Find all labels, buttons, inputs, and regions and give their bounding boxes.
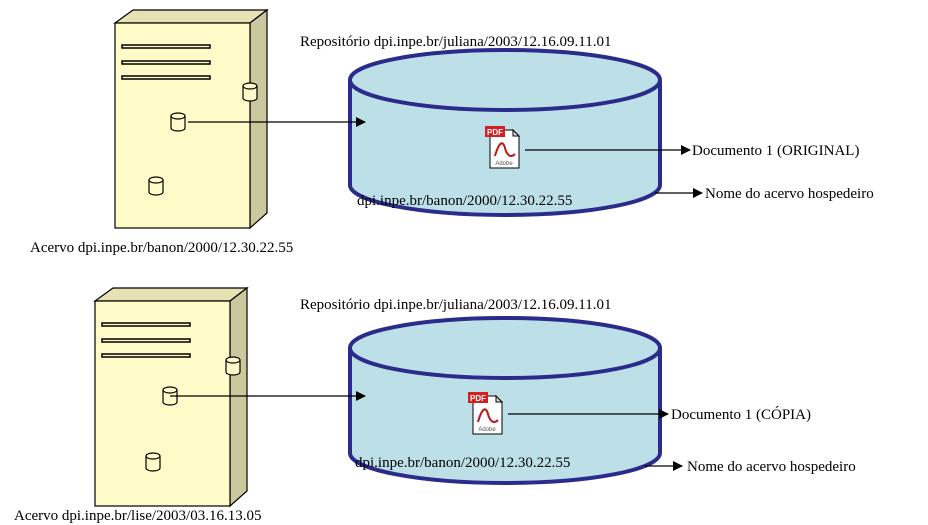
server-label-1: Acervo dpi.inpe.br/banon/2000/12.30.22.5… bbox=[30, 240, 293, 256]
host-label-1: Nome do acervo hospedeiro bbox=[705, 186, 874, 202]
svg-text:Adobe: Adobe bbox=[495, 161, 513, 167]
svg-text:Adobe: Adobe bbox=[478, 427, 496, 433]
server-label-2: Acervo dpi.inpe.br/lise/2003/03.16.13.05 bbox=[14, 508, 261, 524]
diagram-1: Acervo dpi.inpe.br/banon/2000/12.30.22.5… bbox=[30, 9, 874, 256]
db-small-icon bbox=[242, 82, 258, 102]
host-id-2: dpi.inpe.br/banon/2000/12.30.22.55 bbox=[355, 455, 570, 471]
server-1 bbox=[114, 9, 268, 229]
repository-title-2: Repositório dpi.inpe.br/juliana/2003/12.… bbox=[300, 297, 612, 313]
svg-text:PDF: PDF bbox=[470, 394, 486, 403]
db-small-icon bbox=[148, 176, 164, 196]
db-small-icon bbox=[170, 112, 186, 132]
pdf-document-icon: PDF Adobe bbox=[468, 392, 504, 435]
pdf-document-icon: PDF Adobe bbox=[485, 126, 521, 169]
diagram-2 bbox=[94, 287, 248, 507]
db-small-icon bbox=[145, 452, 161, 472]
document-label-2: Documento 1 (CÓPIA) bbox=[671, 406, 811, 423]
db-small-icon bbox=[225, 356, 241, 376]
svg-text:PDF: PDF bbox=[487, 128, 503, 137]
document-label-1: Documento 1 (ORIGINAL) bbox=[692, 143, 859, 159]
repository-title-1: Repositório dpi.inpe.br/juliana/2003/12.… bbox=[300, 34, 612, 50]
host-id-1: dpi.inpe.br/banon/2000/12.30.22.55 bbox=[357, 193, 572, 209]
host-label-2: Nome do acervo hospedeiro bbox=[687, 459, 856, 475]
